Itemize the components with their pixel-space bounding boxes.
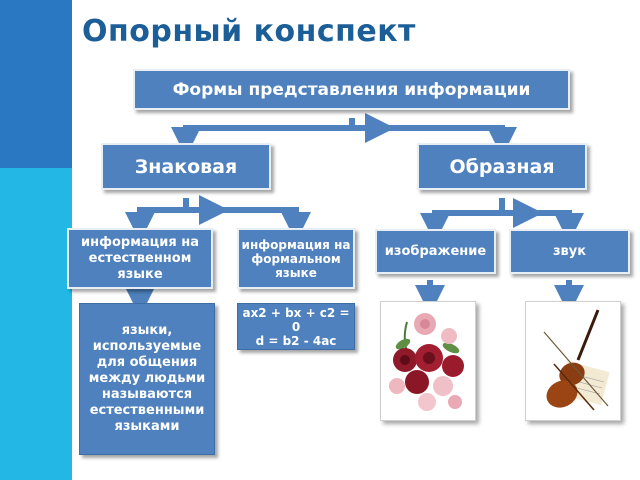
languages-description-box: языки, используемые для общения между лю… — [79, 303, 215, 455]
picture-box: изображение — [375, 229, 496, 274]
connector-image-left — [420, 198, 505, 243]
sign-box: Знаковая — [101, 143, 271, 190]
violin-image — [525, 301, 621, 421]
root-box: Формы представления информации — [133, 69, 570, 110]
image-box: Образная — [417, 143, 587, 190]
connector-root-right — [352, 125, 517, 157]
formula-line-1: ax2 + bx + c2 = 0 — [242, 305, 350, 334]
sound-box: звук — [509, 229, 630, 274]
sidebar-accent-bottom — [0, 168, 72, 480]
connector-root-left — [171, 118, 355, 157]
formula-box: ax2 + bx + c2 = 0 d = b2 - 4ac — [237, 303, 355, 350]
formal-language-box: информация на формальном языке — [237, 228, 355, 289]
formula-line-2: d = b2 - 4ac — [255, 333, 337, 348]
flowers-image — [380, 301, 476, 421]
natural-language-box: информация на естественном языке — [67, 228, 213, 289]
page-title: Опорный конспект — [82, 14, 416, 49]
sidebar-accent-top — [0, 0, 72, 168]
